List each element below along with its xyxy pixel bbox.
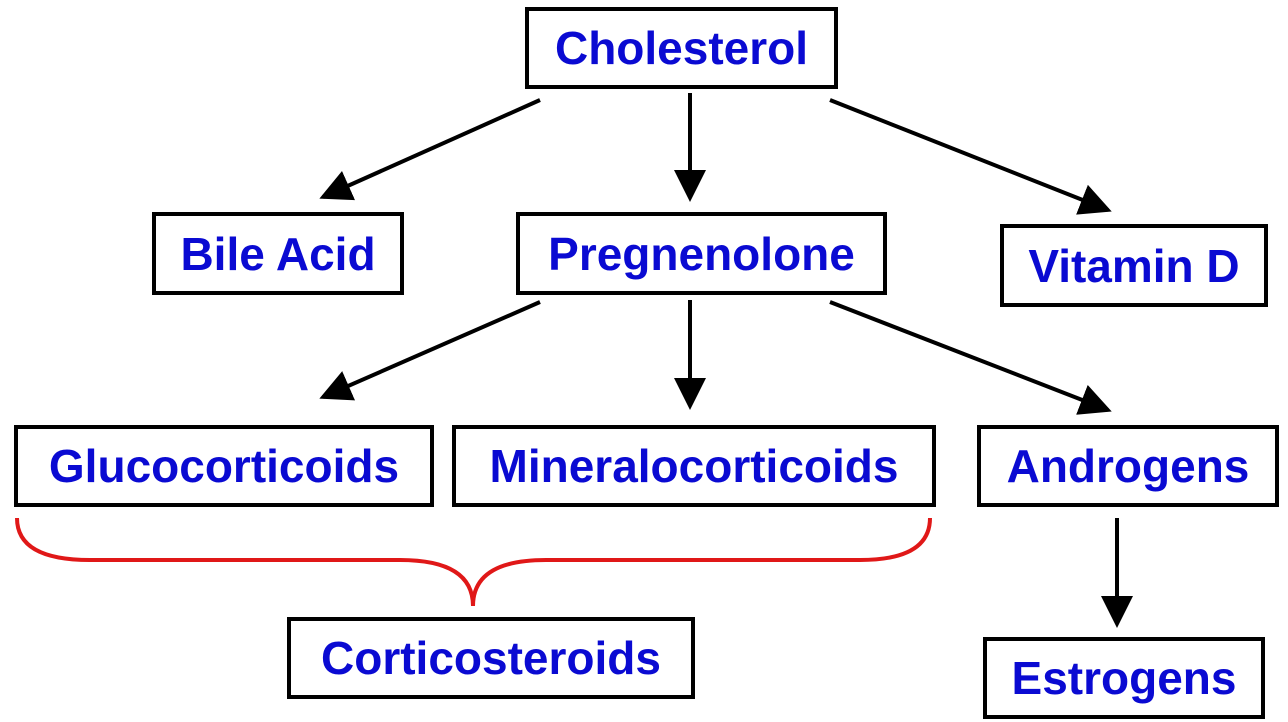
node-label-cholesterol: Cholesterol — [554, 22, 809, 74]
node-label-corticosteroids: Corticosteroids — [321, 632, 661, 684]
node-label-glucocorticoids: Glucocorticoids — [48, 440, 400, 492]
node-label-mineralocorticoids: Mineralocorticoids — [489, 440, 899, 492]
arrow-pregnenolone-to-glucocorticoids — [319, 300, 541, 401]
node-vitamin-d: Vitamin D — [1000, 224, 1268, 307]
node-corticosteroids: Corticosteroids — [287, 617, 695, 699]
node-pregnenolone: Pregnenolone — [516, 212, 887, 295]
node-estrogens: Estrogens — [983, 637, 1265, 719]
node-glucocorticoids: Glucocorticoids — [14, 425, 434, 507]
node-label-estrogens: Estrogens — [1011, 652, 1237, 704]
arrow-cholesterol-to-bile-acid — [319, 98, 541, 201]
node-androgens: Androgens — [977, 425, 1279, 507]
node-label-bile-acid: Bile Acid — [180, 227, 376, 280]
node-label-vitamin-d: Vitamin D — [1028, 239, 1240, 292]
arrow-cholesterol-to-vitamin-d — [829, 98, 1112, 215]
node-cholesterol: Cholesterol — [525, 7, 838, 89]
arrow-pregnenolone-to-androgens — [829, 300, 1112, 415]
node-mineralocorticoids: Mineralocorticoids — [452, 425, 936, 507]
node-label-pregnenolone: Pregnenolone — [548, 227, 855, 280]
corticosteroids-brace — [15, 517, 932, 607]
node-label-androgens: Androgens — [1006, 440, 1250, 492]
node-bile-acid: Bile Acid — [152, 212, 404, 295]
